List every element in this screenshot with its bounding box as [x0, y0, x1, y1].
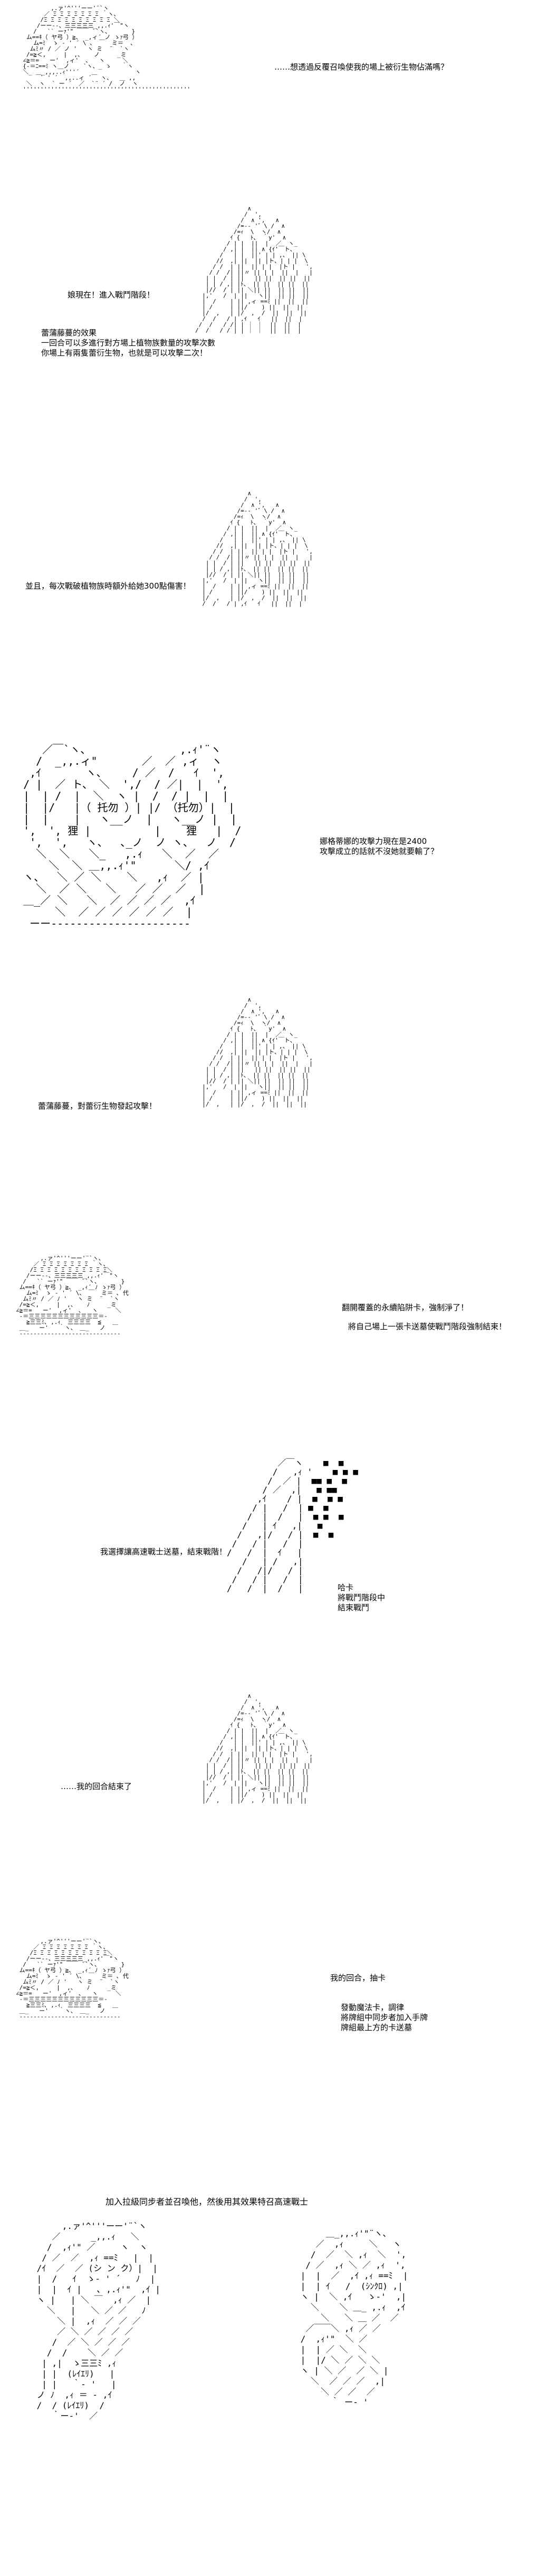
panel-9-ascii-art: ,.ァ'^'''ーー'¨`ヽ、 ／ Ξ Ξ Ξ Ξ Ξ Ξ Ξ ｀ヽ、 /Ξ Ξ… — [16, 1938, 129, 2020]
panel-7-dialogue-1: 我選擇讓高速戰士送墓，結束戰階！ — [100, 1547, 227, 1556]
panel-6-ascii-art: ,.ァ'^'''ーー'¨`ヽ、 ／ Ξ Ξ Ξ Ξ Ξ Ξ Ξ ｀ヽ、 /Ξ Ξ… — [16, 1255, 129, 1337]
panel-8: ∧ / ', / ∧ ', ∧ /=‐- '゛\ / ∧ /=ｨ \ ヽ/ ∧ … — [0, 1693, 537, 1915]
panel-9-dialogue-2: 發動魔法卡，調律 將牌組中同步者加入手牌 牌組最上方的卡送墓 — [341, 2003, 428, 2032]
panel-6-dialogue-2: 將自己場上一張卡送墓使戰鬥階段強制結束！ — [348, 1322, 507, 1331]
panel-8-dialogue: ……我的回合結束了 — [61, 1782, 132, 1791]
panel-2: ∧ / ', / ∧ ', ∧ /=‐- '゛\ / ∧ /=ｨ \ ヽ/ ∧ … — [0, 206, 537, 469]
panel-10: 加入拉級同步者並召喚他，然後用其效果特召高速戰士 ,.ァ'^'''ーー'¨`ヽ … — [0, 2197, 537, 2566]
panel-5-dialogue: 蕾蒲藤蔓，對蕾衍生物發起攻擊！ — [38, 1101, 157, 1111]
panel-5: ∧ / ', / ∧ ', ∧ /=‐- '゛\ / ∧ /=ｨ \ ヽ/ ∧ … — [0, 997, 537, 1218]
panel-10-ascii-art-left: ,.ァ'^'''ーー'¨`ヽ ／ _,,.ｨ ＼ / ,ｨ'" ／ ヽ ヽ / … — [36, 2221, 160, 2421]
panel-5-ascii-art: ∧ / ', / ∧ ', ∧ /=‐- '゛\ / ∧ /=ｨ \ ヽ/ ∧ … — [202, 996, 313, 1108]
panel-7-dialogue-2: 哈卡 將戰鬥階段中 結束戰鬥 — [338, 1583, 386, 1612]
panel-6-dialogue-1: 翻開覆蓋的永續陷阱卡，強制淨了！ — [342, 1303, 469, 1312]
panel-2-dialogue-1: 娘現在！進入戰鬥階段！ — [68, 290, 155, 300]
panel-8-ascii-art: ∧ / ', / ∧ ', ∧ /=‐- '゛\ / ∧ /=ｨ \ ヽ/ ∧ … — [202, 1693, 313, 1804]
panel-1-ascii-art: ,.ァ'^'''ーー'¨`ヽ ／ Ξ Ξ Ξ Ξ Ξ Ξ Ξ ｀ヽ、 /Ξ Ξ … — [23, 5, 191, 93]
panel-1-dialogue: ……想透過反覆召喚使我的場上被衍生物佔滿嗎？ — [274, 62, 449, 72]
panel-2-dialogue-2: 蕾蒲藤蔓的效果 一回合可以多進行對方場上植物族數量的攻擊次數 你場上有兩隻蕾衍生… — [41, 328, 216, 358]
panel-4: ／￣`ヽ、 ,.ｨ'¨ヽ / _,,.ィ" ／ ／ ,ィ ヽ ,ｲ ヽ、 / ／… — [0, 744, 537, 965]
panel-4-ascii-art: ／￣`ヽ、 ,.ｨ'¨ヽ / _,,.ィ" ／ ／ ,ィ ヽ ,ｲ ヽ、 / ／… — [23, 743, 242, 930]
panel-7-ascii-art: ／￣ヽ ■ ■ / ,ｨ ' ■ ■ ■ / ／ | ■■ ■ ■ / ／ ,|… — [227, 1458, 358, 1593]
panel-3-ascii-art: ∧ / ', / ∧ ', ∧ /=‐- '゛\ / ∧ /=ｨ \ ヽ/ ∧ … — [202, 490, 313, 607]
panel-10-caption: 加入拉級同步者並召喚他，然後用其效果特召高速戰士 — [106, 2197, 309, 2207]
panel-3: ∧ / ', / ∧ ', ∧ /=‐- '゛\ / ∧ /=ｨ \ ヽ/ ∧ … — [0, 491, 537, 712]
panel-1: ,.ァ'^'''ーー'¨`ヽ ／ Ξ Ξ Ξ Ξ Ξ Ξ Ξ ｀ヽ、 /Ξ Ξ … — [0, 0, 537, 158]
panel-9: ,.ァ'^'''ーー'¨`ヽ、 ／ Ξ Ξ Ξ Ξ Ξ Ξ Ξ ｀ヽ、 /Ξ Ξ… — [0, 1933, 537, 2133]
panel-6: ,.ァ'^'''ーー'¨`ヽ、 ／ Ξ Ξ Ξ Ξ Ξ Ξ Ξ ｀ヽ、 /Ξ Ξ… — [0, 1250, 537, 1429]
panel-7: ／￣ヽ ■ ■ / ,ｨ ' ■ ■ ■ / ／ | ■■ ■ ■ / ／ ,|… — [0, 1458, 537, 1680]
panel-4-dialogue: 娜格蒂娜的攻擊力現在是2400 攻擊成立的話就不沒她就要輸了？ — [320, 837, 439, 856]
panel-2-ascii-art: ∧ / ', / ∧ ', ∧ /=‐- '゛\ / ∧ /=ｨ \ ヽ/ ∧ … — [195, 205, 313, 334]
panel-3-dialogue: 並且，每次戰破植物族時額外給她300點傷害！ — [25, 581, 191, 591]
panel-9-dialogue-1: 我的回合，抽卡 — [330, 1973, 386, 1983]
panel-10-ascii-art-right: ＿_,,.ｨ'"¨ヽ、 ／ ,ｨ ＼ ヽ / ／ ＼ ,ｨ ＼ ', / ／ ,… — [300, 2228, 408, 2407]
